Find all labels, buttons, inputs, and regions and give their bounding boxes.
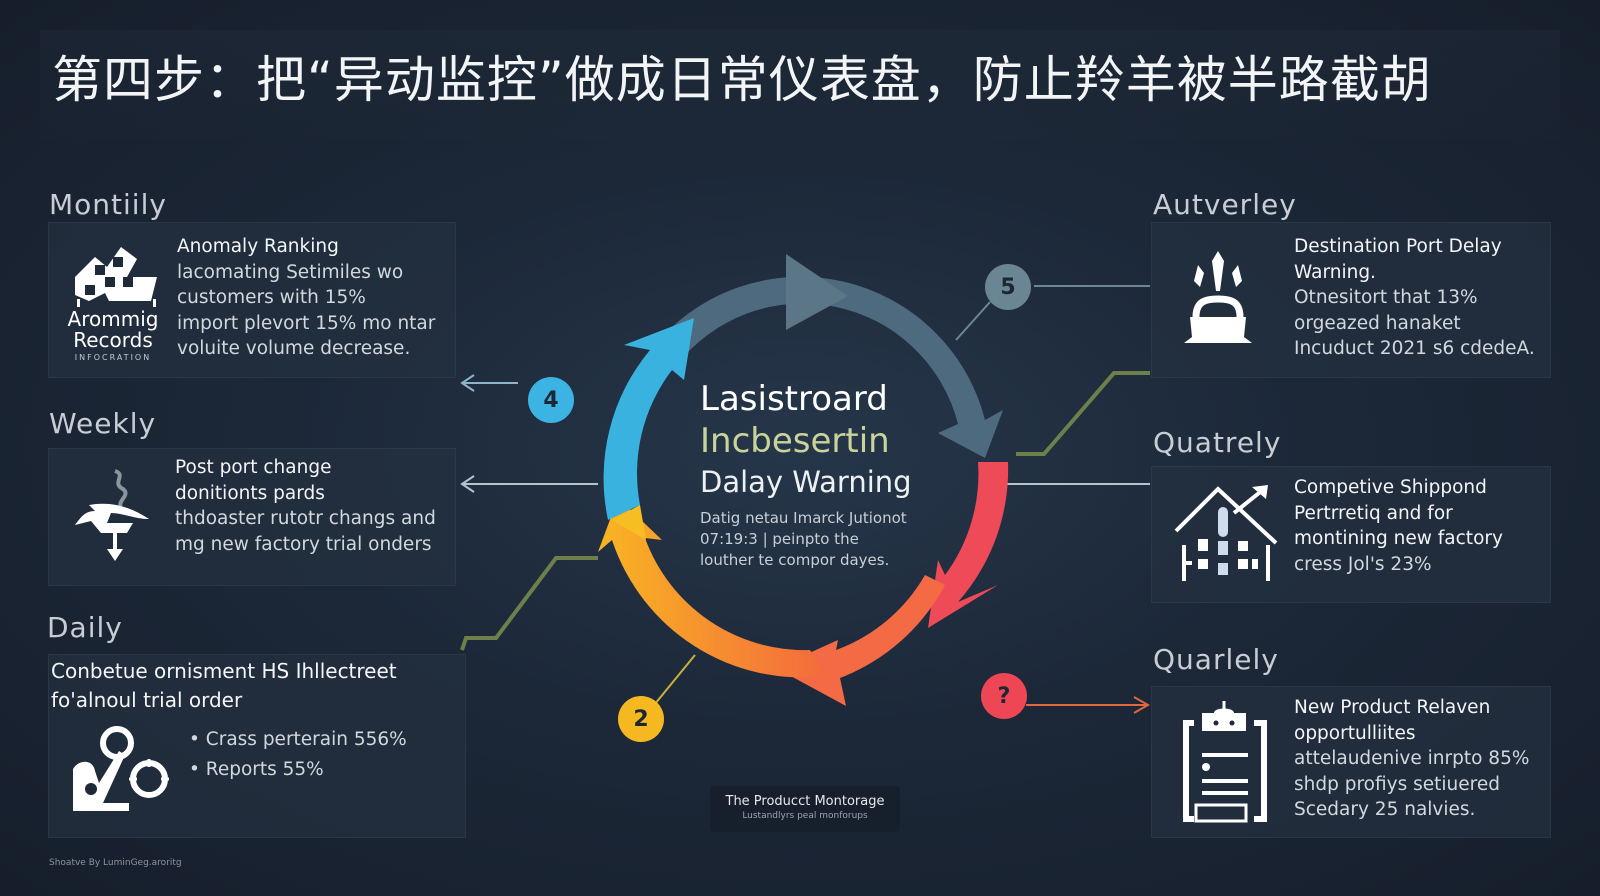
step-badge-4: 4: [528, 377, 574, 423]
step-badge-5: 5: [985, 264, 1031, 310]
step-badge-unknown: ?: [981, 673, 1027, 719]
card-daily-headline: Conbetue ornisment HS Ihllectreet fo'aln…: [51, 659, 397, 712]
section-label-daily: Daily: [47, 611, 123, 644]
ship-cargo-icon: [1184, 251, 1252, 343]
target-hand-icon: [73, 726, 169, 811]
center-title: Lasistroard: [700, 379, 888, 419]
brand-logo-text: Arommig Records INFOCRATION: [67, 307, 159, 362]
bullet-item: • Crass perterain 556%: [189, 729, 407, 750]
section-label-autverley: Autverley: [1153, 188, 1297, 221]
footer-subtitle: Lustandlyrs peal monforups: [742, 811, 868, 821]
cycle-center-text: Lasistroard Incbesertin Dalay Warning Da…: [700, 378, 940, 571]
card-autverley: Destination Port Delay Warning. Otnesito…: [1151, 222, 1551, 378]
page-title: 第四步：把“异动监控”做成日常仪表盘，防止羚羊被半路截胡: [52, 51, 1432, 109]
card-monthly-text: Anomaly Ranking lacomating Setimiles wo …: [177, 236, 436, 359]
center-description: Datig netau Imarck Jutionot 07:19:3 | pe…: [700, 509, 907, 569]
card-daily: Conbetue ornisment HS Ihllectreet fo'aln…: [48, 654, 466, 838]
bullet-item: • Reports 55%: [189, 759, 324, 780]
title-band: [40, 30, 1560, 140]
checkered-flag-icon: [75, 247, 157, 307]
credit-text: Shoatve By LuminGeg.aroritg: [49, 858, 182, 868]
building-growth-icon: [1174, 485, 1278, 581]
card-quarlely: New Product Relaven opportulliites attel…: [1151, 686, 1551, 838]
card-weekly-text: Post port change donitionts pards thdoas…: [175, 457, 436, 555]
footer-caption: The Producct Montorage Lustandlyrs peal …: [710, 786, 900, 832]
card-monthly: Arommig Records INFOCRATION Anomaly Rank…: [48, 222, 456, 378]
section-label-quatrely: Quatrely: [1153, 426, 1282, 459]
center-subtitle: Incbesertin: [700, 421, 890, 461]
section-label-weekly: Weekly: [49, 407, 157, 440]
card-daily-bullets: • Crass perterain 556% • Reports 55%: [189, 725, 459, 785]
port-change-icon: [75, 469, 149, 561]
section-label-quarlely: Quarlely: [1153, 643, 1279, 676]
clipboard-icon: [1183, 701, 1267, 823]
card-quatrely-text: Competive Shippond Pertrretiq and for mo…: [1294, 477, 1503, 575]
center-warning: Dalay Warning: [700, 465, 912, 499]
card-autverley-text: Destination Port Delay Warning. Otnesito…: [1294, 236, 1535, 359]
footer-title: The Producct Montorage: [725, 794, 885, 809]
card-quarlely-text: New Product Relaven opportulliites attel…: [1294, 697, 1530, 820]
card-weekly: Post port change donitionts pards thdoas…: [48, 448, 456, 586]
section-label-monthly: Montiily: [49, 188, 167, 221]
card-quatrely: Competive Shippond Pertrretiq and for mo…: [1151, 466, 1551, 603]
step-badge-2: 2: [618, 696, 664, 742]
